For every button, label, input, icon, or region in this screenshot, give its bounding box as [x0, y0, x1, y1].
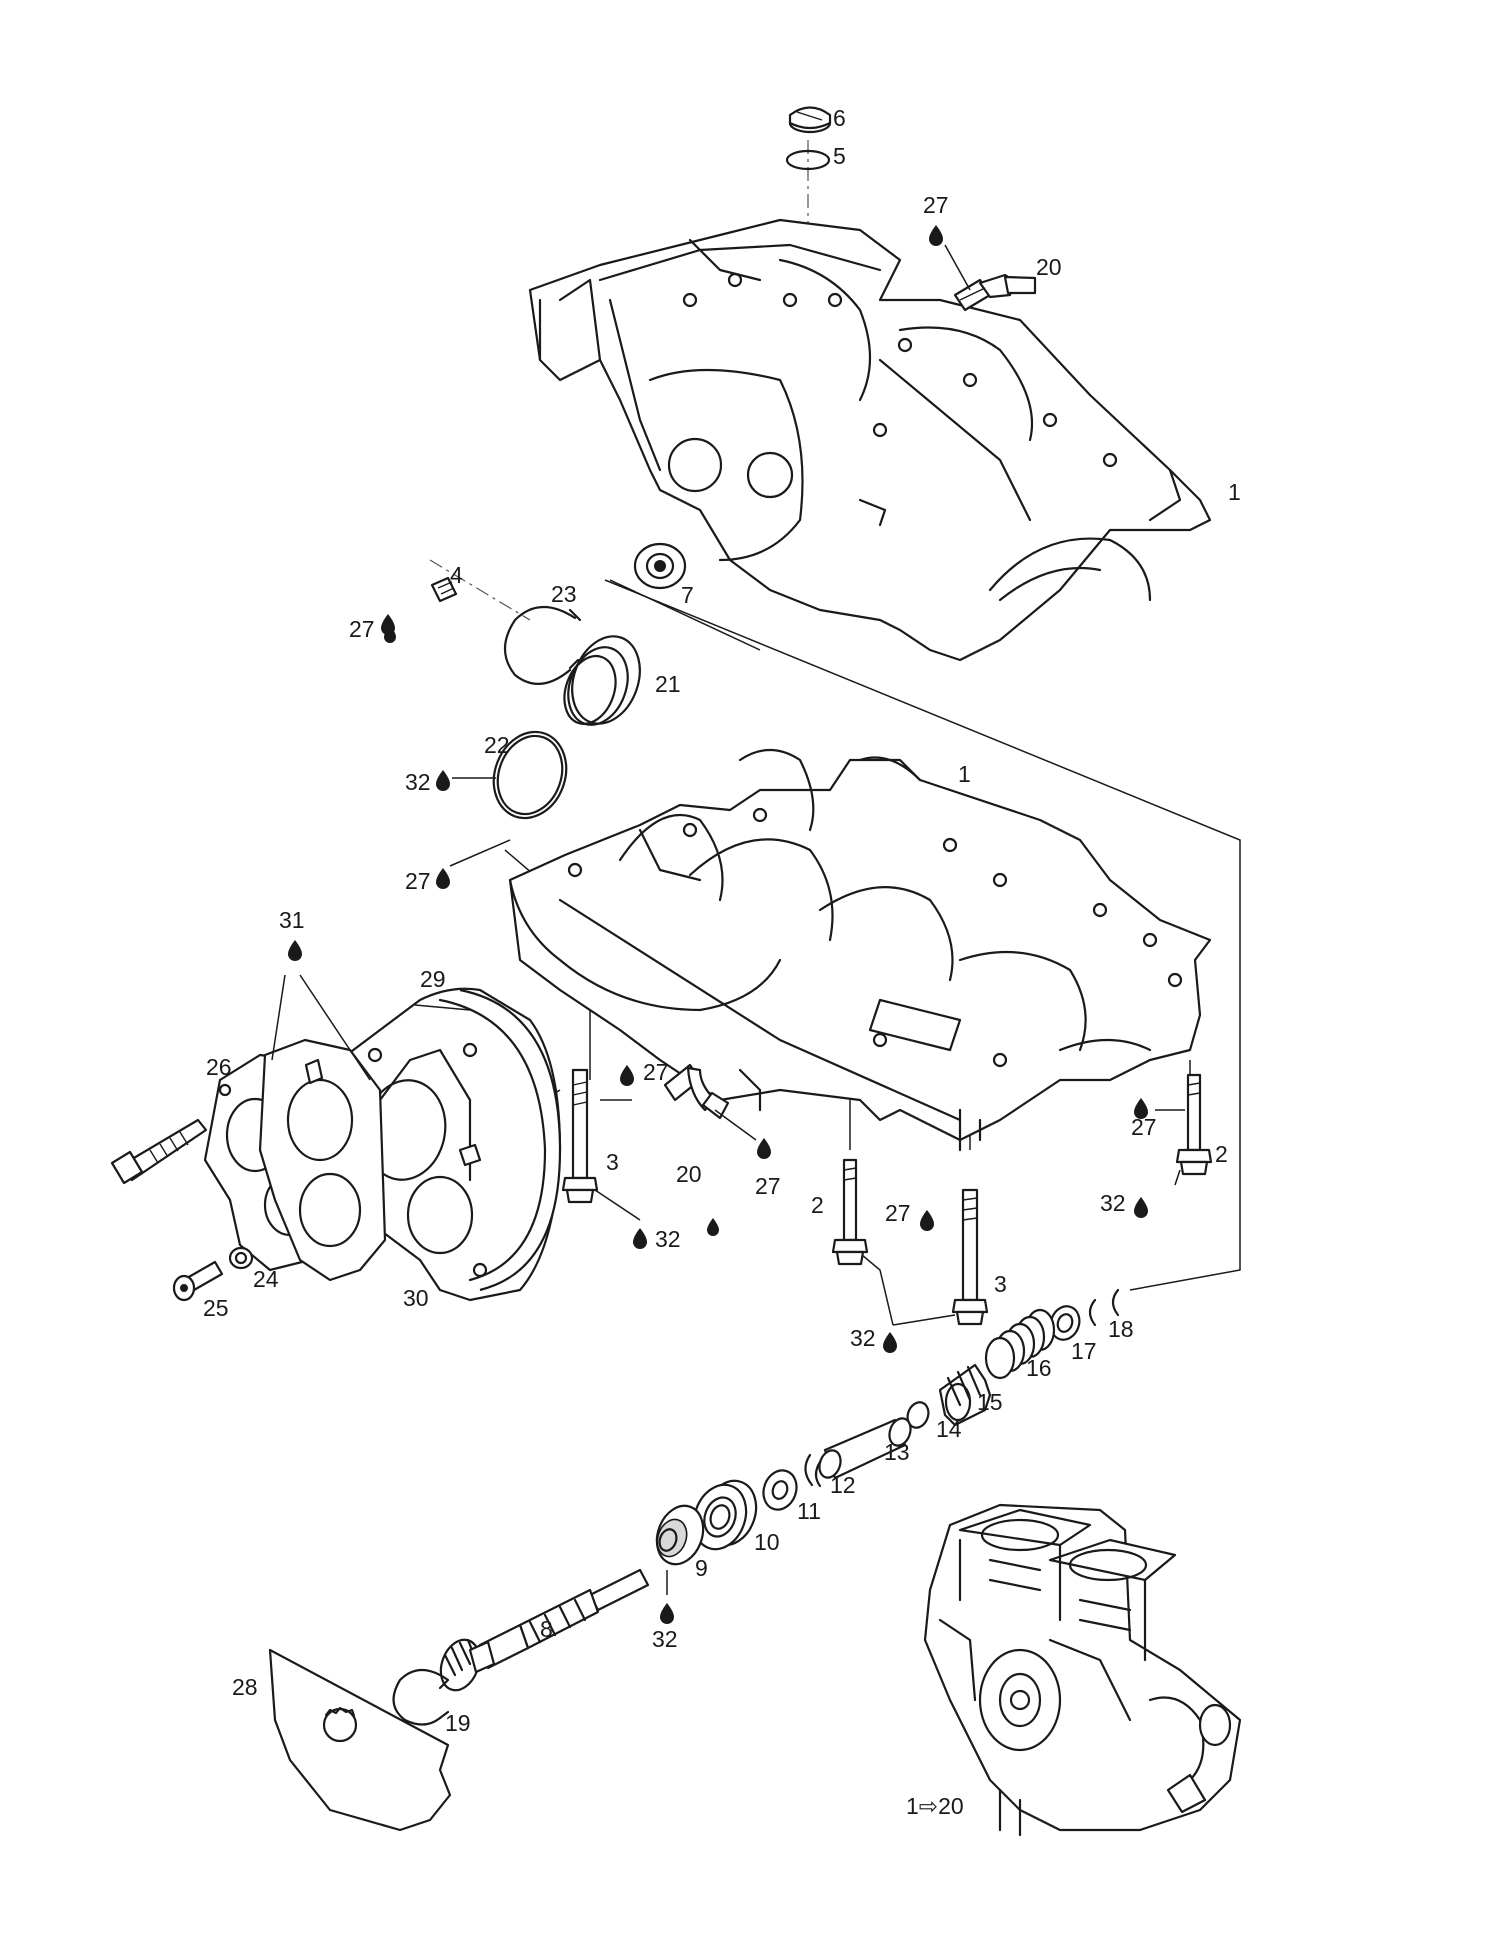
circlip-part-23 [503, 605, 577, 685]
callout-13: 13 [884, 1439, 910, 1465]
plate-part-28 [268, 1648, 452, 1832]
callout-24: 24 [253, 1266, 279, 1292]
washer-part-11 [762, 1469, 798, 1511]
callout-9: 9 [695, 1555, 708, 1581]
o-ring-part-5 [785, 149, 831, 171]
plug-screw-part-4 [430, 576, 458, 603]
callout-2: 2 [1215, 1141, 1228, 1167]
bolt-part-2-right [1175, 1073, 1213, 1176]
assembled-engine-inset [923, 1503, 1242, 1837]
callout-26: 26 [206, 1054, 232, 1080]
sealant-drop-icon [620, 1065, 634, 1086]
shaft-part-8 [439, 1568, 650, 1692]
callout-15: 15 [977, 1389, 1003, 1415]
callout-2: 2 [811, 1192, 824, 1218]
callout-8: 8 [540, 1616, 553, 1642]
sealant-drop-icon [707, 1218, 719, 1236]
callout-5: 5 [833, 143, 846, 169]
callout-20: 20 [1036, 254, 1062, 280]
sealant-drop-icon [436, 770, 450, 791]
callout-17: 17 [1071, 1338, 1097, 1364]
screw-bolt-long [110, 1118, 208, 1185]
callout-25: 25 [203, 1295, 229, 1321]
bolt-part-3-center [951, 1188, 989, 1326]
seal-part-7 [633, 542, 687, 590]
callout-19: 19 [445, 1710, 471, 1736]
o-ring-part-22 [492, 730, 568, 820]
callout-32: 32 [405, 769, 431, 795]
bolt-part-3-left [561, 1068, 599, 1204]
sealant-drop-icon [920, 1210, 934, 1231]
sealant-drop-icon [1134, 1098, 1148, 1119]
elbow-fitting-part-20-bottom [663, 1063, 730, 1120]
callout-30: 30 [403, 1285, 429, 1311]
callout-31: 31 [279, 907, 305, 933]
washer-part-14 [906, 1401, 930, 1429]
sealant-drop-icons [384, 625, 719, 1236]
callout-7: 7 [681, 582, 694, 608]
callout-29: 29 [420, 966, 446, 992]
callout-28: 28 [232, 1674, 258, 1700]
callout-32: 32 [652, 1626, 678, 1652]
plug-part-6 [788, 106, 832, 134]
callout-18: 18 [1108, 1316, 1134, 1342]
sealant-drop-icon [660, 1603, 674, 1624]
lower-crankcase-part-1 [508, 749, 1212, 1152]
callout-4: 4 [450, 562, 463, 588]
callout-1: 1 [1228, 479, 1241, 505]
callout-27: 27 [349, 616, 375, 642]
sealant-drop-icon [384, 625, 396, 643]
sleeve-part-13 [818, 1417, 912, 1480]
callout-32: 32 [850, 1325, 876, 1351]
callout-6: 6 [833, 105, 846, 131]
sealant-drop-icon [883, 1332, 897, 1353]
sealant-drop-icon [757, 1138, 771, 1159]
mounting-flange-part-31 [258, 1038, 387, 1282]
callout-20: 20 [676, 1161, 702, 1187]
callout-32: 32 [1100, 1190, 1126, 1216]
callout-14: 14 [936, 1416, 962, 1442]
sealant-drop-icon [1134, 1197, 1148, 1218]
circlip-part-12 [804, 1453, 822, 1488]
callout-16: 16 [1026, 1355, 1052, 1381]
sealant-drop-icon [288, 940, 302, 961]
callout-27: 27 [885, 1200, 911, 1226]
cap-screw-part-25 [172, 1260, 224, 1302]
intake-flange-part-30 [322, 987, 562, 1302]
oil-seal-part-21 [563, 635, 641, 726]
callouts: 6 5 27 20 1 4 23 7 27 21 22 32 1 27 31 2… [203, 105, 1241, 1819]
callout-27: 27 [755, 1173, 781, 1199]
circlip-part-19 [392, 1668, 450, 1726]
callout-32: 32 [655, 1226, 681, 1252]
callout-23: 23 [551, 581, 577, 607]
callout-27: 27 [405, 868, 431, 894]
callout-22: 22 [484, 732, 510, 758]
callout-11: 11 [797, 1498, 821, 1524]
callout-27: 27 [923, 192, 949, 218]
spring-part-16 [984, 1308, 1056, 1380]
elbow-fitting-part-20-top [953, 273, 1037, 312]
sealant-drop-icon [929, 225, 943, 246]
gear-part-15 [938, 1363, 992, 1427]
upper-crankcase-part-1 [528, 218, 1212, 662]
callout-1: 1 [958, 761, 971, 787]
callout-27: 27 [643, 1059, 669, 1085]
circlip-part-18 [1111, 1288, 1120, 1317]
bolt-part-2-center [831, 1158, 869, 1266]
sealant-drop-icon [633, 1228, 647, 1249]
callout-10: 10 [754, 1529, 780, 1555]
bearing-part-10 [692, 1479, 758, 1551]
callout-3: 3 [994, 1271, 1007, 1297]
sealant-drop-icon [436, 868, 450, 889]
callout-27: 27 [1131, 1114, 1157, 1140]
oil-seal-part-9 [655, 1504, 705, 1566]
callout-12: 12 [830, 1472, 856, 1498]
callout-range-1-to-20: 1⇨20 [906, 1793, 964, 1819]
washer-part-24 [228, 1246, 254, 1270]
callout-3: 3 [606, 1149, 619, 1175]
callout-21: 21 [655, 671, 681, 697]
